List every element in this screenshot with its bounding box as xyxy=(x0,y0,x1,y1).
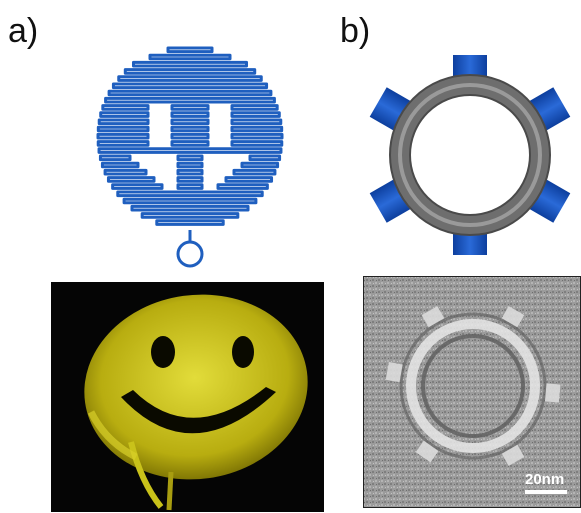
dna-ring-design xyxy=(369,55,571,255)
afm-right-eye xyxy=(232,336,254,368)
dna-strand-row xyxy=(117,75,263,82)
tem-block xyxy=(501,444,525,466)
dna-strand-row xyxy=(232,168,277,176)
ring-highlight xyxy=(398,83,542,227)
dna-strand-row xyxy=(170,111,210,118)
scale-bar-label: 20nm xyxy=(525,471,564,488)
dna-strand-row xyxy=(230,111,281,118)
dna-strand-row xyxy=(170,125,210,133)
panel-label-b: b) xyxy=(340,12,371,50)
dna-strand-row xyxy=(97,118,150,126)
dna-strand-row xyxy=(240,161,280,169)
loop-end xyxy=(176,240,204,268)
tem-block xyxy=(501,306,525,328)
blue-block xyxy=(529,87,571,131)
dna-strand-row xyxy=(100,161,140,169)
dna-strand-row xyxy=(230,132,284,140)
tem-ring-inner xyxy=(421,334,525,438)
dna-strand-row xyxy=(170,132,210,140)
dna-strand-row xyxy=(148,53,232,61)
dna-strand-row xyxy=(170,104,210,111)
tem-block xyxy=(544,383,561,403)
dna-strand-row xyxy=(176,183,204,190)
dna-strand-row xyxy=(230,104,279,111)
dna-strand-row xyxy=(155,219,225,226)
dna-strand-row xyxy=(170,140,210,147)
afm-mouth xyxy=(121,387,276,434)
dna-strand-row xyxy=(111,183,164,190)
dna-strand-row xyxy=(104,96,276,104)
dna-strand-row xyxy=(123,68,257,75)
blue-block xyxy=(369,87,411,131)
tem-block xyxy=(421,306,445,328)
dna-strand-row xyxy=(96,132,150,140)
blue-block xyxy=(453,233,487,255)
dna-strand-row xyxy=(106,176,156,183)
afm-smiley-body xyxy=(84,294,308,480)
dna-origami-smiley-design xyxy=(96,46,284,268)
dna-strand-row xyxy=(248,154,282,162)
blue-block xyxy=(529,179,571,223)
dna-strand-row xyxy=(111,82,269,90)
dna-strand-row xyxy=(230,140,284,147)
tem-block xyxy=(385,362,403,383)
dna-strand-row xyxy=(176,154,204,162)
afm-left-eye xyxy=(151,336,175,368)
dna-strand-row xyxy=(170,118,210,126)
scale-bar xyxy=(525,490,567,494)
dna-strand-row xyxy=(230,118,283,126)
dna-strand-row xyxy=(230,125,284,133)
ring-outer-edge xyxy=(389,74,551,236)
dna-strand-row xyxy=(140,212,240,219)
dna-strand-row xyxy=(96,140,150,147)
panel-label-a: a) xyxy=(8,12,39,50)
tem-ring-image: 20nm xyxy=(363,276,581,508)
dna-strand-row xyxy=(97,147,283,154)
tem-ring-outer xyxy=(406,319,540,453)
dna-strand-row xyxy=(224,176,274,183)
dna-strand-row xyxy=(116,190,264,198)
dna-strand-row xyxy=(176,168,204,176)
blue-block xyxy=(369,179,411,223)
ring-inner-edge xyxy=(409,94,531,216)
dna-strand-row xyxy=(99,111,150,118)
blue-block xyxy=(453,55,487,77)
dna-strand-row xyxy=(176,161,204,169)
dna-strand-row xyxy=(96,125,150,133)
dna-strand-row xyxy=(107,89,273,97)
dna-strand-row xyxy=(131,60,249,68)
dna-strand-row xyxy=(176,176,204,183)
afm-smiley-image xyxy=(51,282,324,512)
dna-strand-row xyxy=(101,104,150,111)
dna-strand-row xyxy=(130,204,250,212)
tem-block xyxy=(415,440,439,463)
dna-strand-row xyxy=(216,183,269,190)
dna-strand-row xyxy=(166,46,214,54)
dna-strand-row xyxy=(98,154,132,162)
dna-strand-row xyxy=(122,197,258,205)
dna-strand-row xyxy=(103,168,148,176)
